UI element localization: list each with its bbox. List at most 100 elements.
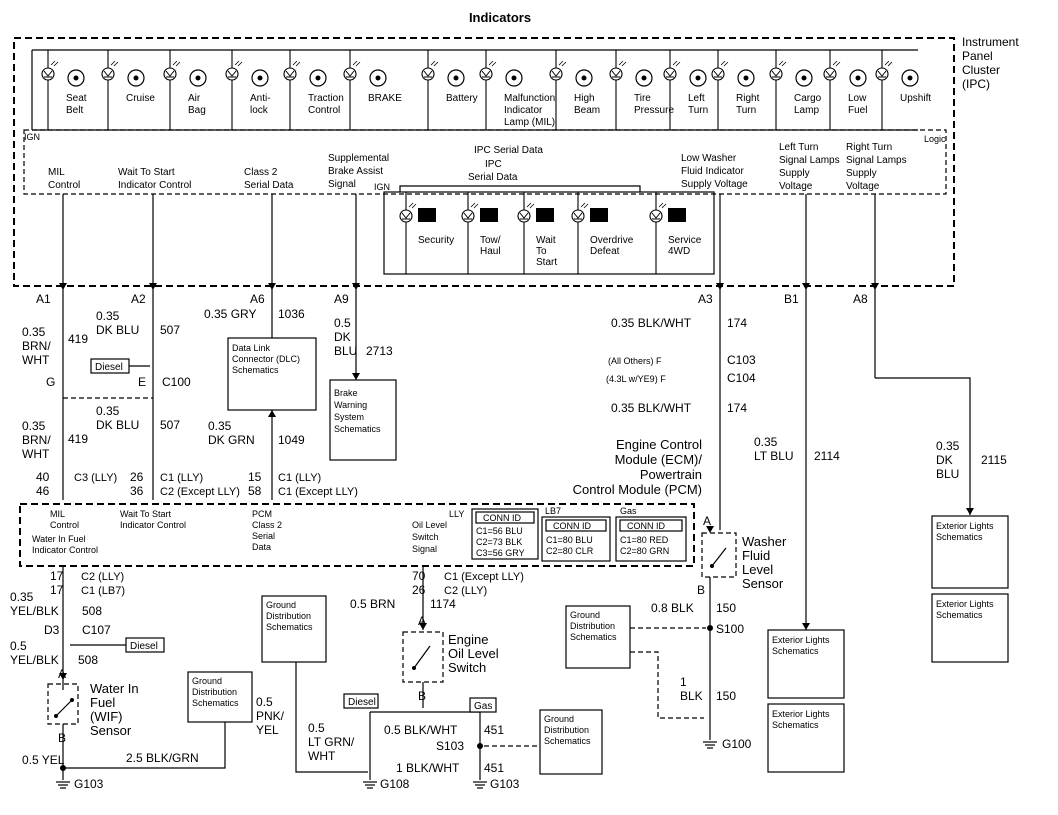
svg-text:MIL: MIL <box>50 509 65 519</box>
svg-text:Signal Lamps: Signal Lamps <box>846 155 907 166</box>
svg-text:System: System <box>334 412 364 422</box>
ecm-title: Engine Control Module (ECM)/ Powertrain … <box>573 437 703 497</box>
svg-text:Water In: Water In <box>90 681 139 696</box>
svg-text:508: 508 <box>78 653 98 667</box>
svg-text:IGN: IGN <box>374 182 390 192</box>
svg-text:Low Washer: Low Washer <box>681 153 737 164</box>
svg-text:0.5: 0.5 <box>256 695 273 709</box>
svg-text:Exterior Lights: Exterior Lights <box>772 709 830 719</box>
svg-text:419: 419 <box>68 432 88 446</box>
logic-box <box>23 129 947 195</box>
svg-text:46: 46 <box>36 484 50 498</box>
svg-text:174: 174 <box>727 401 747 415</box>
indicator-label: Cruise <box>126 93 155 104</box>
svg-text:C2 (LLY): C2 (LLY) <box>444 585 487 597</box>
indicator-battery: Battery <box>421 50 478 130</box>
tire-pressure-icon <box>635 69 653 87</box>
svg-text:Exterior Lights: Exterior Lights <box>936 599 994 609</box>
svg-text:C103: C103 <box>727 353 756 367</box>
svg-text:Level: Level <box>742 562 773 577</box>
indicator-label: High <box>574 93 595 104</box>
svg-text:Wait To Start: Wait To Start <box>120 509 172 519</box>
svg-text:0.35: 0.35 <box>754 435 778 449</box>
indicator-label: Right <box>736 93 760 104</box>
svg-text:451: 451 <box>484 723 504 737</box>
svg-text:A: A <box>418 614 426 628</box>
sub-indicator-label: Defeat <box>590 246 620 257</box>
wif-circuit: 17 17 C2 (LLY) C1 (LB7) 0.35 YEL/BLK 508… <box>10 566 226 791</box>
svg-text:Warning: Warning <box>334 400 367 410</box>
sub-indicator-box <box>383 191 715 275</box>
svg-text:Serial Data: Serial Data <box>468 172 518 183</box>
svg-text:A2: A2 <box>131 292 146 306</box>
svg-text:0.5: 0.5 <box>308 721 325 735</box>
arrow-marker <box>802 283 810 290</box>
dlc-schematics-box <box>227 337 317 411</box>
svg-text:WHT: WHT <box>308 749 336 763</box>
arrow-marker <box>802 623 810 630</box>
sub-indicator-label: Start <box>536 257 557 268</box>
svg-text:S103: S103 <box>436 739 464 753</box>
svg-text:C1=56 BLU: C1=56 BLU <box>476 526 523 536</box>
svg-text:174: 174 <box>727 316 747 330</box>
svg-text:Control: Control <box>48 180 80 191</box>
svg-text:A9: A9 <box>334 292 349 306</box>
svg-text:Data: Data <box>252 542 271 552</box>
svg-text:Sensor: Sensor <box>742 576 784 591</box>
svg-text:150: 150 <box>716 689 736 703</box>
c103-c104: (All Others) F C103 (4.3L w/YE9) F C104 <box>606 353 756 385</box>
svg-text:BRN/: BRN/ <box>22 433 51 447</box>
svg-text:Diesel: Diesel <box>348 697 376 708</box>
svg-text:G100: G100 <box>722 737 752 751</box>
svg-text:LB7: LB7 <box>545 506 561 516</box>
overdrive-icon <box>590 208 608 222</box>
arrow-marker <box>352 283 360 290</box>
service-4wd-icon <box>668 208 686 222</box>
ecm-connectors: 40 46 C3 (LLY) 26 36 C1 (LLY) C2 (Except… <box>36 470 358 498</box>
svg-text:G103: G103 <box>490 777 520 791</box>
svg-text:WHT: WHT <box>22 353 50 367</box>
sub-indicator-label: Haul <box>480 246 501 257</box>
svg-text:Distribution: Distribution <box>192 687 237 697</box>
svg-text:C3 (LLY): C3 (LLY) <box>74 472 117 484</box>
svg-text:1 BLK/WHT: 1 BLK/WHT <box>396 761 460 775</box>
svg-text:Right Turn: Right Turn <box>846 142 892 153</box>
svg-text:C1 (LLY): C1 (LLY) <box>278 472 321 484</box>
indicator-label: Malfunction <box>504 93 555 104</box>
svg-text:0.35: 0.35 <box>96 309 120 323</box>
svg-text:BLK: BLK <box>680 689 703 703</box>
svg-text:Signal: Signal <box>328 179 356 190</box>
svg-text:E: E <box>138 375 146 389</box>
exterior-lights-box-1: Exterior Lights Schematics <box>767 629 845 699</box>
svg-text:1174: 1174 <box>430 597 456 611</box>
conn-table-lly: LLY CONN ID C1=56 BLU C2=73 BLK C3=56 GR… <box>449 508 539 560</box>
svg-text:0.35: 0.35 <box>22 419 46 433</box>
indicator-label: Left <box>688 93 705 104</box>
cargo-lamp-icon <box>795 69 813 87</box>
ipc-wires <box>62 194 971 630</box>
page-title: Indicators <box>469 10 531 25</box>
svg-text:G108: G108 <box>380 777 410 791</box>
svg-text:B: B <box>697 583 705 597</box>
svg-text:Signal Lamps: Signal Lamps <box>779 155 840 166</box>
svg-text:451: 451 <box>484 761 504 775</box>
svg-text:Module (ECM)/: Module (ECM)/ <box>615 452 703 467</box>
wait-to-start-icon <box>536 208 554 222</box>
svg-text:Diesel: Diesel <box>130 641 158 652</box>
svg-text:C1 (LLY): C1 (LLY) <box>160 472 203 484</box>
svg-text:G103: G103 <box>74 777 104 791</box>
high-beam-icon <box>575 69 593 87</box>
svg-text:C2=80 GRN: C2=80 GRN <box>620 546 669 556</box>
indicator-label: Upshift <box>900 93 931 104</box>
svg-text:MIL: MIL <box>48 167 65 178</box>
svg-text:Fuel: Fuel <box>90 695 115 710</box>
svg-text:Switch: Switch <box>448 660 486 675</box>
svg-text:Fluid Indicator: Fluid Indicator <box>681 166 744 177</box>
indicator-label: Pressure <box>634 105 674 116</box>
